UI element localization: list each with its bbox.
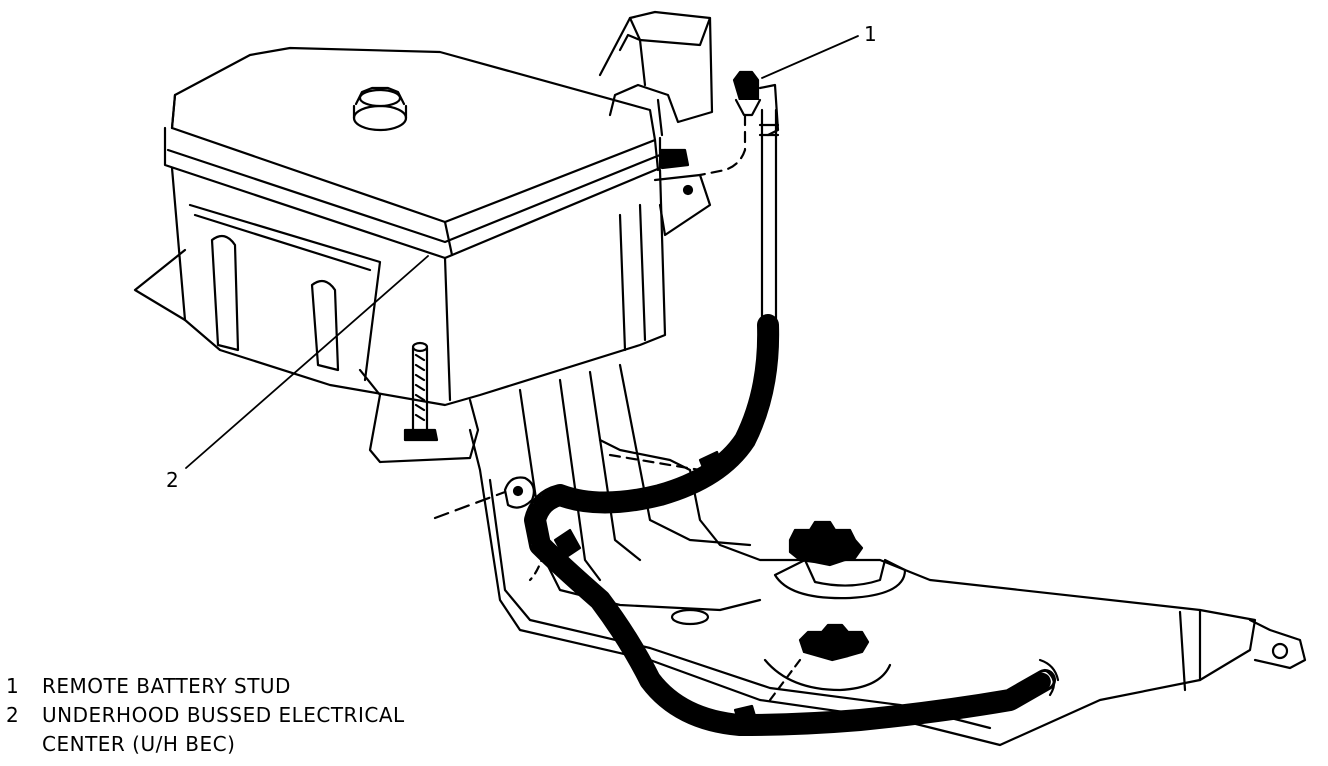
legend-text: UNDERHOOD BUSSED ELECTRICAL <box>42 703 405 727</box>
bracket-stud-lower <box>763 623 892 692</box>
legend-text: CENTER (U/H BEC) <box>42 732 236 756</box>
wiring-harness <box>524 314 1060 736</box>
leader-line-2 <box>185 255 429 469</box>
remote-battery-stud <box>698 70 780 322</box>
legend-number: 1 <box>6 674 20 698</box>
legend-text: REMOTE BATTERY STUD <box>42 674 291 698</box>
mounting-bolt <box>403 341 439 442</box>
leader-lines <box>185 35 859 469</box>
legend-item-1: 1 REMOTE BATTERY STUD <box>6 672 405 701</box>
bracket-stud-upper <box>773 520 907 600</box>
callout-number-1: 1 <box>864 22 877 46</box>
legend-item-2: 2 UNDERHOOD BUSSED ELECTRICAL <box>6 701 405 730</box>
callout-number-2: 2 <box>166 468 179 492</box>
leader-line-1 <box>761 35 859 79</box>
legend-number: 2 <box>6 703 20 727</box>
harness-mount <box>433 453 802 702</box>
legend: 1 REMOTE BATTERY STUD 2 UNDERHOOD BUSSED E… <box>6 672 405 759</box>
box-top-bracket <box>598 10 714 137</box>
legend-item-2-continued: CENTER (U/H BEC) <box>6 730 405 759</box>
mounting-bracket <box>133 248 1307 747</box>
underhood-bussed-electrical-center <box>163 46 712 407</box>
